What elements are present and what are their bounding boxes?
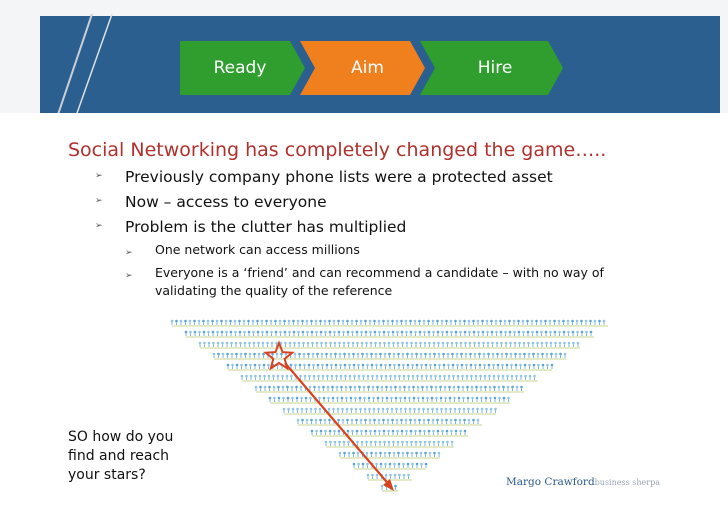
- decorative-line: [57, 13, 93, 113]
- chevron-aim-shape: [300, 41, 425, 95]
- network-pyramid-illustration: [170, 319, 608, 492]
- bullet-text: Problem is the clutter has multiplied: [125, 218, 407, 236]
- step-hire-label: Hire: [477, 58, 513, 78]
- author-tagline: business sherpa: [594, 478, 660, 487]
- people-row: [282, 407, 497, 415]
- people-row: [324, 440, 454, 448]
- header-band: Ready Aim Hire: [0, 0, 728, 113]
- people-row: [296, 418, 482, 426]
- arrow-bullet-icon: ➢: [95, 221, 103, 231]
- arrow-head: [383, 479, 394, 491]
- decorative-line: [76, 13, 113, 113]
- people-row: [352, 462, 428, 470]
- people-row: [338, 451, 441, 459]
- people-row: [310, 429, 468, 437]
- people-row: [268, 396, 510, 404]
- author-credit: Margo Crawfordbusiness sherpa: [506, 476, 660, 488]
- people-row: [254, 385, 524, 393]
- arrow-bullet-icon: ➢: [125, 248, 133, 258]
- step-aim: Aim: [320, 41, 415, 95]
- bullet-text: Previously company phone lists were a pr…: [125, 168, 553, 186]
- people-row: [170, 319, 608, 327]
- step-hire: Hire: [440, 41, 550, 95]
- people-row: [366, 473, 412, 481]
- sub-bullet-text: Everyone is a ‘friend’ and can recommend…: [155, 265, 604, 298]
- header-background: [0, 0, 728, 113]
- step-ready: Ready: [195, 41, 285, 95]
- star-icon: [263, 340, 295, 371]
- people-row: [212, 352, 567, 360]
- connection-arrow: [284, 362, 392, 488]
- arrow-bullet-icon: ➢: [95, 171, 103, 181]
- chevron-hire-shape: [420, 41, 563, 95]
- people-row: [184, 330, 594, 338]
- arrow-bullet-icon: ➢: [125, 271, 133, 281]
- step-ready-label: Ready: [213, 58, 267, 78]
- author-name: Margo Crawford: [506, 476, 595, 488]
- step-aim-label: Aim: [351, 58, 384, 78]
- slide-title: Social Networking has completely changed…: [68, 139, 607, 161]
- question-text: SO how do you find and reach your stars?: [68, 429, 174, 483]
- arrow-bullet-icon: ➢: [95, 196, 103, 206]
- sub-bullet-text: One network can access millions: [155, 242, 360, 257]
- chevron-ready-shape: [180, 41, 305, 95]
- bullet-text: Now – access to everyone: [125, 193, 327, 211]
- people-row: [226, 363, 554, 371]
- people-row: [198, 341, 580, 349]
- people-row: [240, 374, 538, 382]
